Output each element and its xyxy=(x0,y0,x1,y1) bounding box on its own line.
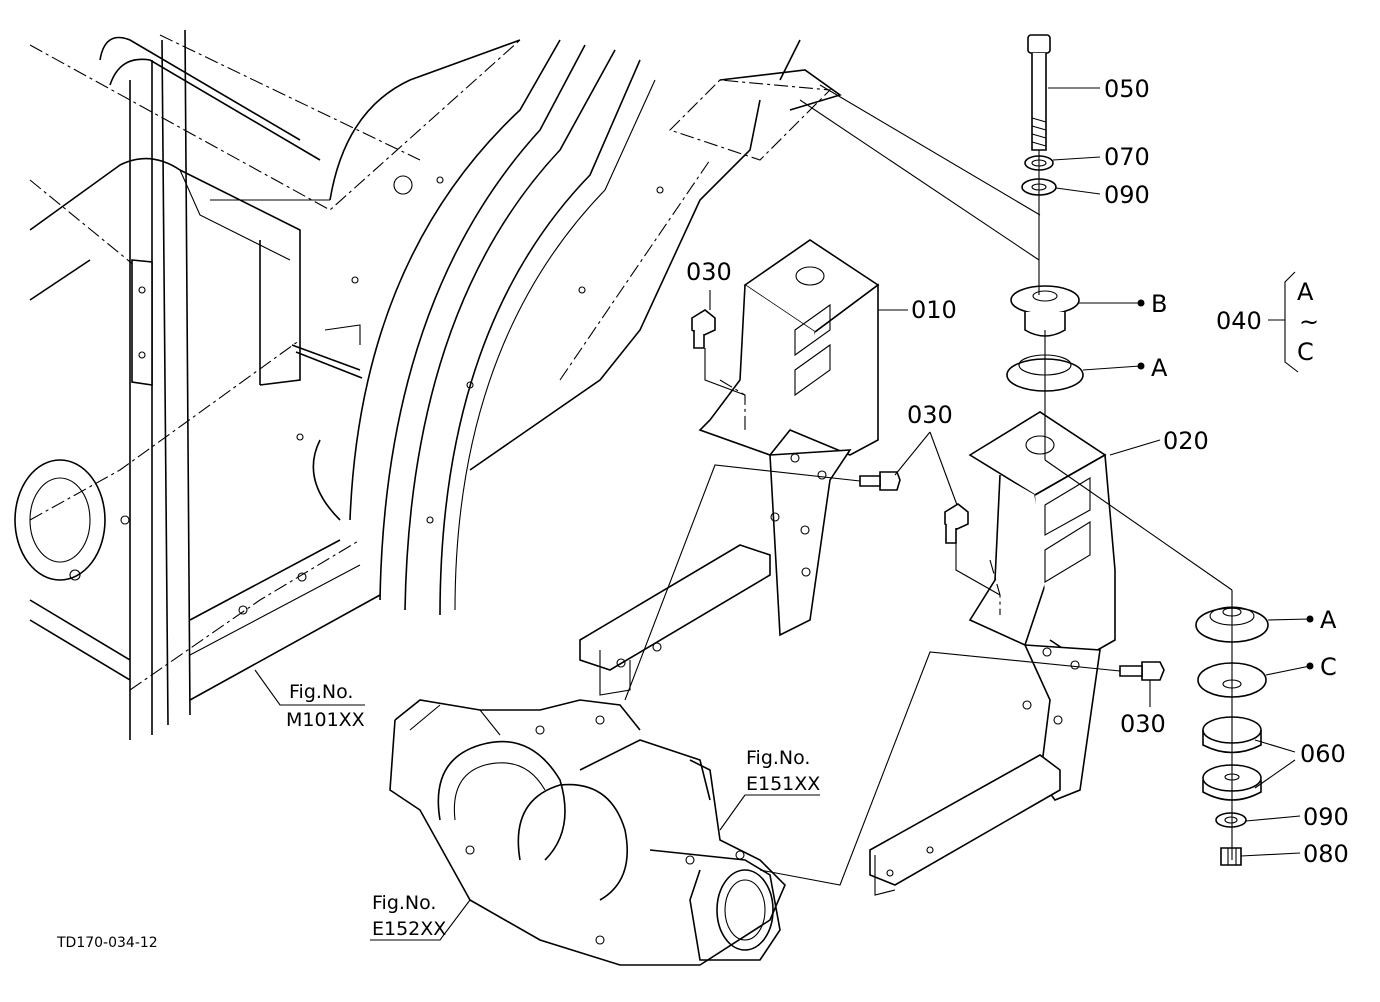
tractor-frame-drawing xyxy=(14,29,842,740)
part-label-030-b: 030 xyxy=(907,401,953,429)
part-label-010: 010 xyxy=(911,296,957,324)
part-label-040: 040 xyxy=(1216,307,1262,335)
fig-ref-m101-title: Fig.No. xyxy=(289,681,353,703)
part-label-090-top: 090 xyxy=(1104,181,1150,209)
drawing-code: TD170-034-12 xyxy=(56,935,158,951)
part-label-020: 020 xyxy=(1163,427,1209,455)
assembly-lines xyxy=(624,84,1233,886)
part-label-070: 070 xyxy=(1104,143,1150,171)
variant-range-end: C xyxy=(1297,338,1314,366)
fig-ref-e151-title: Fig.No. xyxy=(746,747,810,769)
part-label-060: 060 xyxy=(1300,740,1346,768)
bracket-010 xyxy=(579,239,880,696)
variant-range-separator: ~ xyxy=(1299,308,1319,336)
variant-label-c-lower: C xyxy=(1320,653,1337,681)
leader-lines xyxy=(254,87,1314,941)
part-label-050: 050 xyxy=(1104,75,1150,103)
fig-ref-m101-code: M101XX xyxy=(286,709,365,731)
variant-label-a-upper: A xyxy=(1151,354,1168,382)
fig-ref-e152-code: E152XX xyxy=(372,918,446,940)
fig-ref-e151-code: E151XX xyxy=(746,773,820,795)
gearbox-housing-drawing xyxy=(389,699,786,966)
bracket-020 xyxy=(869,411,1116,896)
fig-ref-e152-title: Fig.No. xyxy=(372,892,436,914)
part-label-030-c: 030 xyxy=(1120,710,1166,738)
variant-label-a-lower: A xyxy=(1320,606,1337,634)
variant-range-start: A xyxy=(1297,278,1314,306)
part-label-080: 080 xyxy=(1303,840,1349,868)
variant-label-b: B xyxy=(1151,290,1167,318)
part-label-090-bottom: 090 xyxy=(1303,803,1349,831)
part-label-030-a: 030 xyxy=(686,258,732,286)
